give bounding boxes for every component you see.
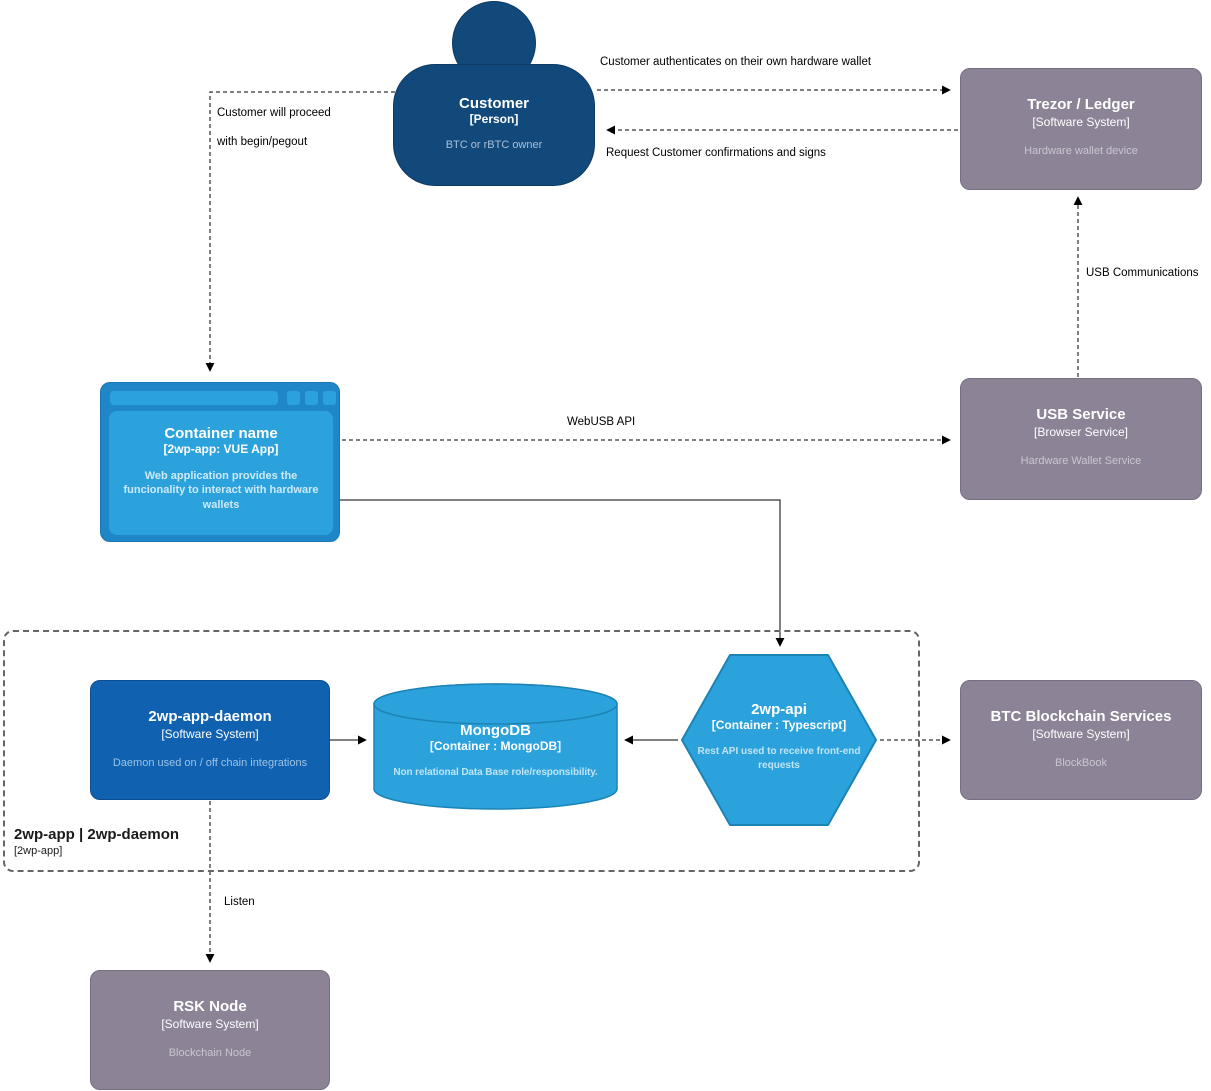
node-title: RSK Node [173, 998, 247, 1015]
node-type: [Software System] [1032, 115, 1130, 129]
node-description: BTC or rBTC owner [445, 139, 543, 151]
node-type: [Person] [469, 112, 519, 126]
hexagon-shape [681, 654, 877, 826]
node-type: [Software System] [161, 727, 259, 741]
node-type: [2wp-app: VUE App] [163, 442, 279, 456]
edge-customer-to-webapp [205, 91, 395, 372]
browser-button-icon [305, 391, 318, 405]
browser-content: Container name [2wp-app: VUE App] Web ap… [109, 411, 333, 535]
browser-button-icon [323, 391, 336, 405]
node-rsk-node[interactable]: RSK Node [Software System] Blockchain No… [90, 970, 330, 1090]
node-type: [Software System] [161, 1017, 259, 1031]
node-title: 2wp-api [751, 701, 807, 718]
node-type: [Software System] [1032, 727, 1130, 741]
node-type: [Container : MongoDB] [429, 739, 562, 753]
edge-label-proceed-line2: with begin/pegout [217, 136, 308, 148]
node-title: USB Service [1036, 406, 1126, 423]
node-type: [Container : Typescript] [711, 718, 847, 732]
node-title: Trezor / Ledger [1027, 96, 1135, 113]
node-web-container[interactable]: Container name [2wp-app: VUE App] Web ap… [100, 382, 340, 542]
edge-label-proceed-line1: Customer will proceed [217, 107, 331, 119]
node-description: Hardware wallet device [1024, 145, 1138, 158]
edge-label-request-confirmations: Request Customer confirmations and signs [606, 147, 826, 159]
node-title: Container name [164, 425, 278, 442]
node-description: Blockchain Node [168, 1047, 252, 1060]
node-title: MongoDB [460, 722, 531, 739]
node-description: Non relational Data Base role/responsibi… [393, 767, 598, 778]
cylinder-shape [373, 683, 618, 810]
edge-label-listen: Listen [224, 896, 255, 908]
browser-address-bar [110, 391, 278, 405]
browser-button-icon [287, 391, 300, 405]
node-2wp-app-daemon[interactable]: 2wp-app-daemon [Software System] Daemon … [90, 680, 330, 800]
node-description: Rest API used to receive front-end reque… [697, 746, 861, 771]
boundary-2wp-app[interactable] [3, 630, 920, 872]
node-2wp-api[interactable]: 2wp-api [Container : Typescript] Rest AP… [680, 653, 878, 827]
node-trezor-ledger[interactable]: Trezor / Ledger [Software System] Hardwa… [960, 68, 1202, 190]
node-usb-service[interactable]: USB Service [Browser Service] Hardware W… [960, 378, 1202, 500]
node-type: [Browser Service] [1033, 425, 1129, 439]
boundary-type: [2wp-app] [14, 845, 63, 857]
edge-webapp-to-api [340, 499, 785, 647]
node-description: BlockBook [1055, 757, 1107, 770]
edge-label-webusb-api: WebUSB API [567, 416, 636, 428]
node-description: Web application provides the funcionalit… [123, 470, 319, 511]
node-description: Hardware Wallet Service [1020, 455, 1142, 468]
node-title: BTC Blockchain Services [990, 708, 1172, 725]
node-description: Daemon used on / off chain integrations [112, 757, 308, 770]
edge-label-authenticate: Customer authenticates on their own hard… [600, 56, 872, 68]
boundary-title: 2wp-app | 2wp-daemon [14, 826, 180, 843]
edge-label-usb-communications: USB Communications [1086, 267, 1199, 279]
node-title: 2wp-app-daemon [148, 708, 272, 725]
node-customer[interactable]: Customer [Person] BTC or rBTC owner [393, 64, 595, 186]
boundary-label: 2wp-app | 2wp-daemon [2wp-app] [14, 826, 179, 857]
node-title: Customer [458, 95, 529, 112]
node-mongodb[interactable]: MongoDB [Container : MongoDB] Non relati… [373, 683, 618, 810]
node-btc-blockchain-services[interactable]: BTC Blockchain Services [Software System… [960, 680, 1202, 800]
